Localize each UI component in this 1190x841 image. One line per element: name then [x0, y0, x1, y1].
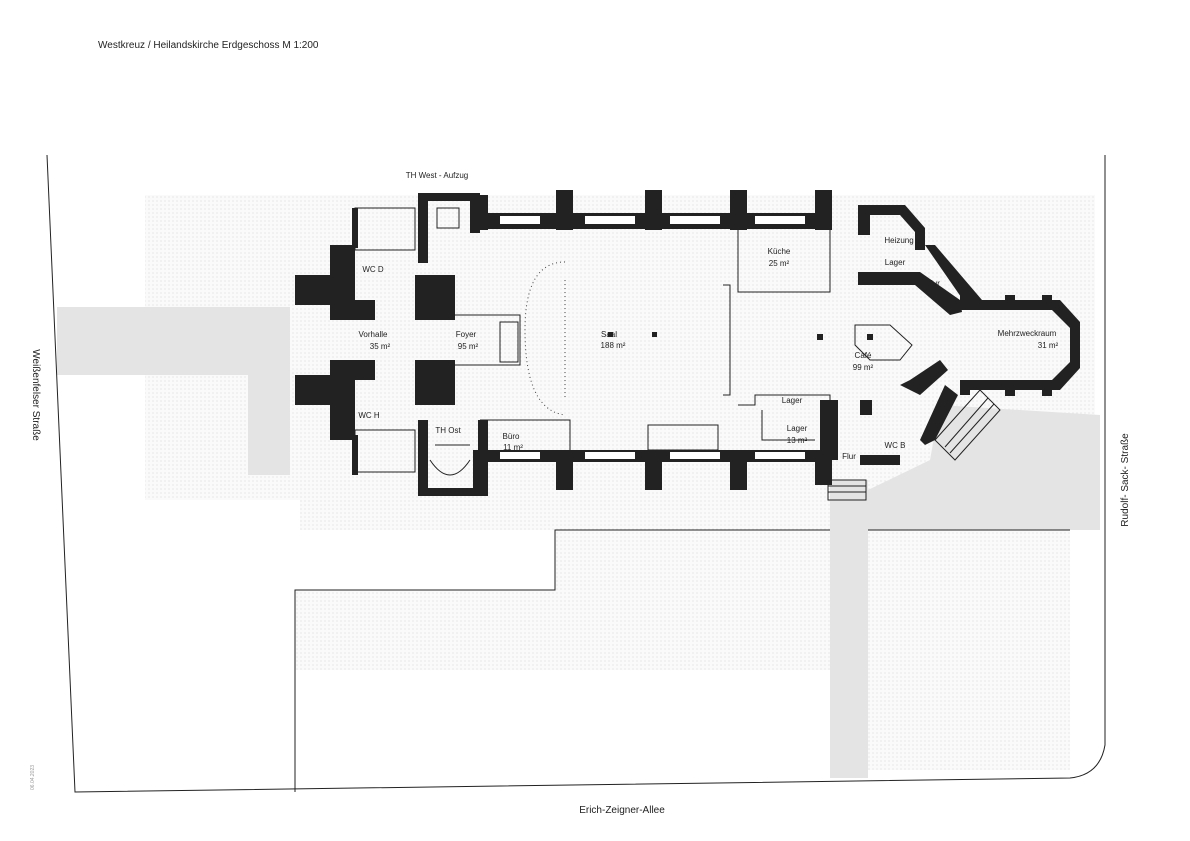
label-th-ost: TH Ost [435, 426, 461, 435]
area-cafe: 99 m² [853, 363, 874, 372]
south-steps [827, 479, 867, 501]
area-foyer: 95 m² [458, 342, 479, 351]
street-west: Weißenfelser Straße [30, 349, 41, 441]
area-lager-13: 13 m² [787, 436, 808, 445]
spiral-stair [429, 444, 471, 476]
room-labels: TH West - Aufzug WC D WC H Vorhalle 35 m… [358, 171, 1058, 461]
area-mehrzweckraum: 31 m² [1038, 341, 1059, 350]
area-buero: 11 m² [503, 443, 523, 452]
label-cafe: Café [855, 351, 872, 360]
area-kueche: 25 m² [769, 259, 790, 268]
label-lager-13: Lager [787, 424, 808, 433]
label-lager-south: Lager [782, 396, 803, 405]
label-lager-north: Lager [885, 258, 906, 267]
label-heizung: Heizung [884, 236, 913, 245]
label-wc-d: WC D [362, 265, 384, 274]
label-mehrzweckraum: Mehrzweckraum [998, 329, 1057, 338]
label-foyer: Foyer [456, 330, 477, 339]
label-flur-north: Flur [926, 279, 940, 288]
label-buero: Büro [503, 432, 520, 441]
paved-paths [57, 307, 1100, 778]
label-th-west: TH West - Aufzug [406, 171, 469, 180]
building [295, 190, 1080, 501]
label-flur-south: Flur [842, 452, 856, 461]
area-saal: 188 m² [601, 341, 626, 350]
label-wc-b: WC B [885, 441, 906, 450]
street-east: Rudolf- Sack- Straße [1120, 433, 1131, 527]
label-wc-h: WC H [358, 411, 380, 420]
property-boundary [46, 154, 1106, 793]
label-saal: Saal [601, 330, 617, 339]
plan-title: Westkreuz / Heilandskirche Erdgeschoss M… [98, 40, 319, 51]
street-south: Erich-Zeigner-Allee [579, 805, 665, 816]
label-kueche: Küche [768, 247, 791, 256]
area-vorhalle: 35 m² [370, 342, 391, 351]
east-ramp [934, 389, 1001, 461]
label-vorhalle: Vorhalle [359, 330, 388, 339]
